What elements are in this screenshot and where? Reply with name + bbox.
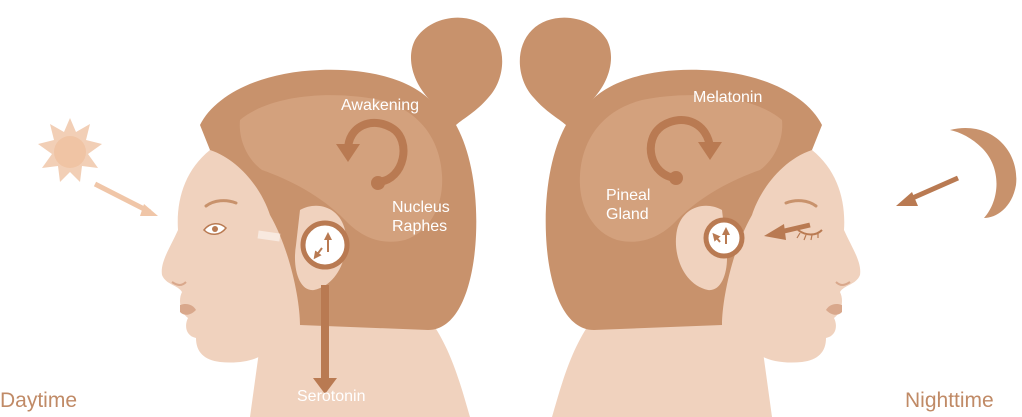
- nighttime-label: Nighttime: [905, 389, 994, 413]
- daytime-head: [162, 18, 502, 417]
- melatonin-label: Melatonin: [693, 88, 762, 107]
- nucleus-raphes-label: Nucleus Raphes: [392, 198, 450, 236]
- nighttime-receptor: [706, 220, 742, 256]
- daytime-label: Daytime: [0, 389, 77, 413]
- daytime-receptor: [303, 223, 347, 267]
- nighttime-head: [520, 18, 860, 417]
- moonlight-arrow: [896, 178, 958, 206]
- crescent-moon-icon: [950, 128, 1016, 218]
- sunlight-arrow: [95, 184, 158, 216]
- serotonin-label: Serotonin: [297, 387, 366, 406]
- sun-icon: [38, 118, 102, 182]
- awakening-label: Awakening: [341, 96, 419, 115]
- pineal-gland-label: Pineal Gland: [606, 186, 650, 224]
